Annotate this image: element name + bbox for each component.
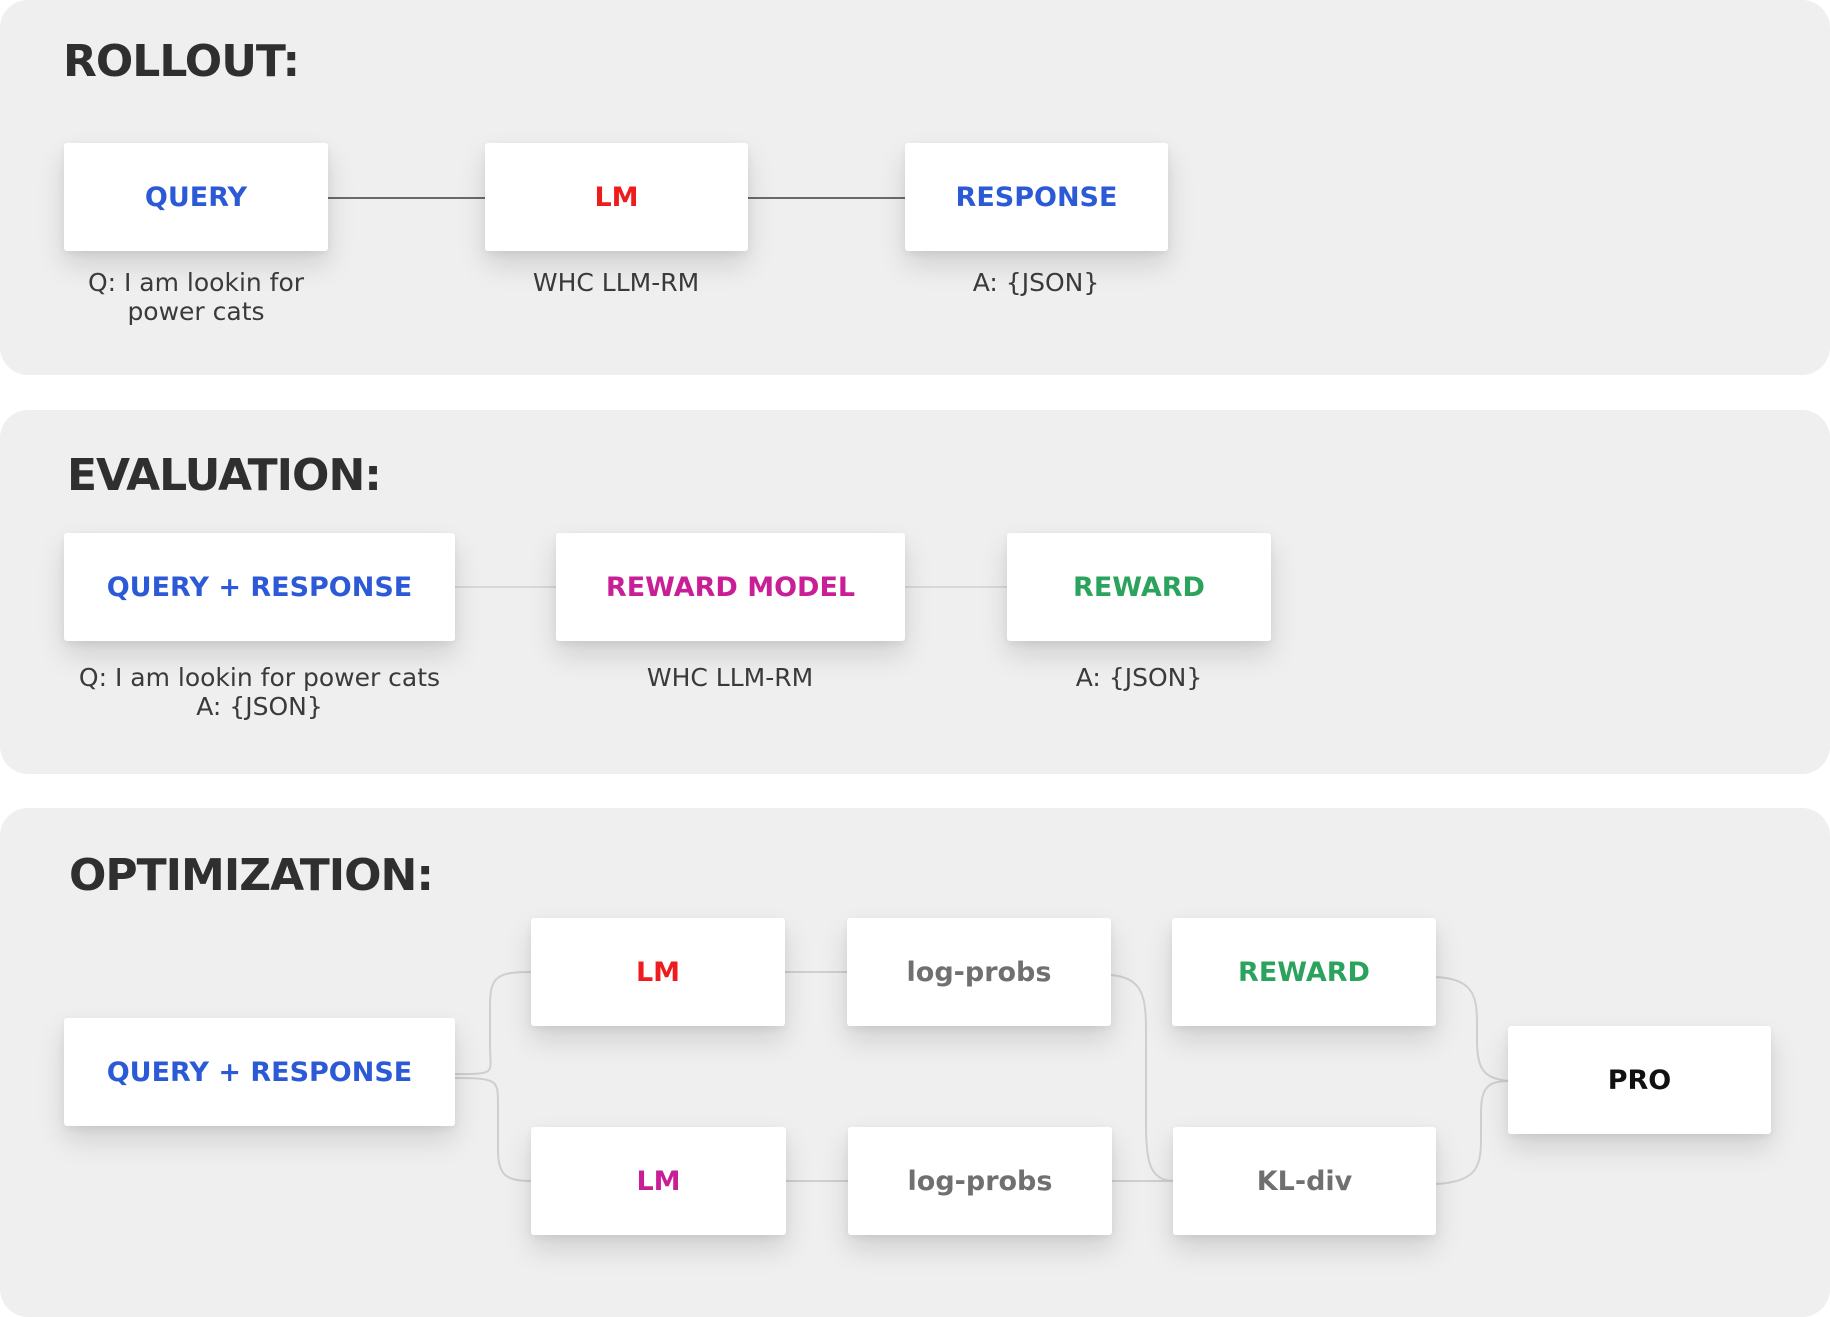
rollout-lm-box: LM: [485, 143, 748, 251]
opt-lm-bottom-box: LM: [531, 1127, 786, 1235]
opt-lm-top-box: LM: [531, 918, 785, 1026]
opt-pro-box: PRO: [1508, 1026, 1771, 1134]
rollout-response-label: RESPONSE: [955, 181, 1118, 213]
rollout-query-caption-line1: Q: I am lookin for: [87, 268, 305, 297]
opt-lm-top-label: LM: [635, 956, 681, 988]
opt-kl-div-box: KL-div: [1173, 1127, 1436, 1235]
opt-reward-box: REWARD: [1172, 918, 1436, 1026]
opt-logprobs-top-label: log-probs: [906, 956, 1052, 988]
optimization-title: OPTIMIZATION:: [69, 850, 434, 901]
eval-reward-label: REWARD: [1073, 571, 1205, 603]
opt-logprobs-bottom-box: log-probs: [848, 1127, 1112, 1235]
eval-query-response-caption-line2: A: {JSON}: [196, 692, 323, 721]
eval-reward-box: REWARD: [1007, 533, 1271, 641]
opt-reward-label: REWARD: [1238, 956, 1370, 988]
rollout-query-caption-line2: power cats: [127, 297, 265, 326]
rollout-title: ROLLOUT:: [63, 36, 300, 87]
eval-reward-model-label: REWARD MODEL: [605, 571, 856, 603]
opt-pro-label: PRO: [1607, 1064, 1672, 1096]
eval-query-response-label: QUERY + RESPONSE: [106, 571, 413, 603]
rollout-lm-caption: WHC LLM-RM: [532, 268, 700, 297]
rollout-query-label: QUERY: [144, 181, 248, 213]
eval-reward-caption: A: {JSON}: [1075, 663, 1203, 692]
opt-logprobs-top-box: log-probs: [847, 918, 1111, 1026]
eval-query-response-caption-line1: Q: I am lookin for power cats: [78, 663, 441, 692]
eval-query-response-caption: Q: I am lookin for power cats A: {JSON}: [39, 663, 480, 721]
rollout-query-caption: Q: I am lookin for power cats: [46, 268, 346, 326]
eval-reward-model-caption: WHC LLM-RM: [646, 663, 814, 692]
rollout-query-box: QUERY: [64, 143, 328, 251]
evaluation-title: EVALUATION:: [67, 450, 382, 501]
opt-logprobs-bottom-label: log-probs: [907, 1165, 1053, 1197]
eval-reward-model-box: REWARD MODEL: [556, 533, 905, 641]
eval-query-response-box: QUERY + RESPONSE: [64, 533, 455, 641]
opt-lm-bottom-label: LM: [636, 1165, 681, 1197]
opt-kl-div-label: KL-div: [1256, 1165, 1353, 1197]
opt-query-response-box: QUERY + RESPONSE: [64, 1018, 455, 1126]
rollout-response-caption: A: {JSON}: [972, 268, 1100, 297]
rollout-lm-label: LM: [594, 181, 639, 213]
rollout-response-box: RESPONSE: [905, 143, 1168, 251]
opt-query-response-label: QUERY + RESPONSE: [106, 1056, 413, 1088]
